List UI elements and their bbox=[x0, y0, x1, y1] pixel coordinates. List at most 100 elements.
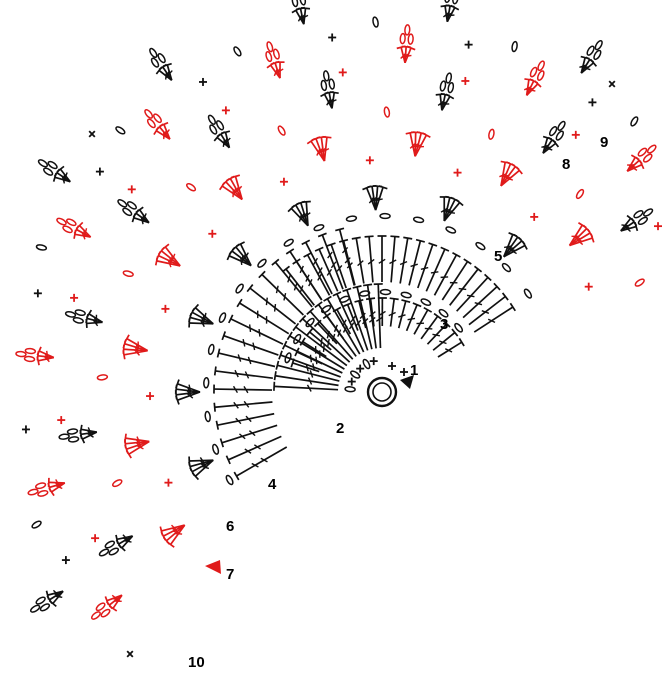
stitch-stem bbox=[165, 524, 186, 542]
shell-stitch bbox=[45, 589, 64, 600]
picot-oval bbox=[144, 109, 154, 119]
picot-oval bbox=[637, 147, 648, 157]
stitch-bar bbox=[527, 88, 536, 92]
stitch-bar bbox=[357, 260, 364, 267]
stitch-bar bbox=[95, 314, 98, 323]
picot-oval bbox=[72, 317, 84, 324]
stitch-stem bbox=[274, 385, 339, 391]
chain-oval bbox=[372, 16, 379, 28]
stitch-bar bbox=[388, 311, 396, 317]
double-crochet-stitch bbox=[294, 347, 323, 365]
stitch-bar bbox=[441, 103, 450, 105]
stitch-stem bbox=[176, 388, 201, 393]
stitch-top bbox=[473, 265, 483, 273]
double-crochet-stitch bbox=[301, 239, 333, 295]
slip-stitch bbox=[608, 80, 616, 88]
stitch-stem bbox=[249, 287, 297, 325]
picot-oval bbox=[153, 113, 162, 124]
single-crochet-stitch bbox=[70, 293, 79, 302]
double-crochet-stitch bbox=[213, 366, 273, 380]
stitch-top bbox=[314, 246, 324, 252]
stitch-top bbox=[401, 299, 411, 304]
stitch-top bbox=[273, 371, 277, 381]
stitch-stem bbox=[449, 268, 479, 306]
stitch-bar bbox=[458, 287, 467, 291]
double-crochet-stitch bbox=[216, 348, 276, 368]
shell-stitch-group bbox=[174, 379, 201, 405]
stitch-stem bbox=[414, 134, 428, 157]
picot-oval bbox=[56, 217, 67, 226]
picot-loops bbox=[56, 217, 77, 234]
stitch-top bbox=[123, 334, 130, 343]
stitch-bar bbox=[233, 401, 239, 409]
double-crochet-stitch bbox=[354, 298, 367, 329]
stitch-bar bbox=[359, 312, 366, 320]
stitch-stem bbox=[234, 176, 243, 200]
chain-oval bbox=[383, 106, 391, 118]
picot-oval bbox=[100, 608, 111, 618]
slip-stitch bbox=[88, 130, 96, 138]
shell-stitch bbox=[569, 233, 595, 247]
stitch-bar bbox=[136, 436, 141, 444]
stitch-stem bbox=[162, 524, 186, 537]
stitch-stem bbox=[236, 446, 288, 477]
stitch-stem bbox=[500, 163, 512, 187]
stitch-bar bbox=[300, 14, 309, 20]
double-crochet-stitch bbox=[290, 358, 320, 373]
shell-stitch bbox=[446, 4, 460, 23]
stitch-bar bbox=[252, 342, 256, 351]
stitch-top bbox=[36, 346, 42, 356]
shell-stitch-group bbox=[435, 92, 455, 111]
double-crochet-stitch bbox=[456, 273, 492, 312]
double-crochet-stitch bbox=[326, 242, 347, 289]
stitch-stem bbox=[225, 181, 243, 201]
end-marker-icon bbox=[205, 560, 221, 574]
single-crochet-stitch bbox=[356, 364, 365, 373]
stitch-stem bbox=[432, 331, 456, 351]
stitch-stem bbox=[239, 243, 252, 266]
double-crochet-stitch bbox=[342, 287, 369, 351]
stitch-stem bbox=[326, 315, 344, 340]
double-crochet-stitch bbox=[233, 446, 288, 481]
shell-stitch-group bbox=[620, 214, 639, 233]
stitch-top bbox=[590, 233, 595, 243]
stitch-stem bbox=[218, 352, 276, 368]
stitch-stem bbox=[221, 424, 278, 444]
chain-stitch bbox=[257, 258, 267, 268]
picot-oval bbox=[157, 53, 166, 64]
shell-stitch bbox=[620, 221, 639, 233]
stitch-bar bbox=[260, 457, 268, 463]
stitch-top bbox=[285, 248, 295, 255]
stitch-top bbox=[75, 221, 84, 230]
stitch-top bbox=[342, 287, 352, 293]
chain-stitch bbox=[438, 308, 449, 318]
stitch-stem bbox=[414, 132, 423, 157]
stitch-bar bbox=[237, 354, 242, 362]
ss-b bbox=[608, 80, 616, 88]
stitch-top bbox=[451, 328, 459, 337]
stitch-bar bbox=[232, 385, 239, 394]
stitch-stem bbox=[235, 246, 252, 267]
stitch-top bbox=[236, 241, 245, 247]
double-crochet-stitch bbox=[322, 312, 344, 340]
stitch-stem bbox=[346, 304, 359, 331]
chain-oval bbox=[225, 474, 234, 486]
stitch-bar bbox=[236, 185, 243, 193]
stitch-stem bbox=[169, 524, 186, 546]
chain-oval bbox=[112, 479, 123, 488]
stitch-stem bbox=[409, 132, 416, 157]
stitch-bar bbox=[378, 258, 386, 264]
chain-stitch bbox=[115, 126, 126, 135]
chain-stitch bbox=[383, 106, 391, 118]
stitch-top bbox=[45, 590, 50, 600]
chain-oval bbox=[445, 226, 457, 234]
chain-oval bbox=[320, 304, 332, 314]
stitch-top bbox=[286, 331, 293, 341]
shell-stitch-group bbox=[104, 594, 123, 612]
chain-oval bbox=[284, 352, 292, 364]
chain-stitch bbox=[575, 188, 585, 200]
picot-oval bbox=[537, 60, 545, 72]
picot-oval bbox=[146, 118, 156, 129]
single-crochet-stitch bbox=[127, 185, 136, 194]
stitch-bar bbox=[430, 271, 439, 274]
